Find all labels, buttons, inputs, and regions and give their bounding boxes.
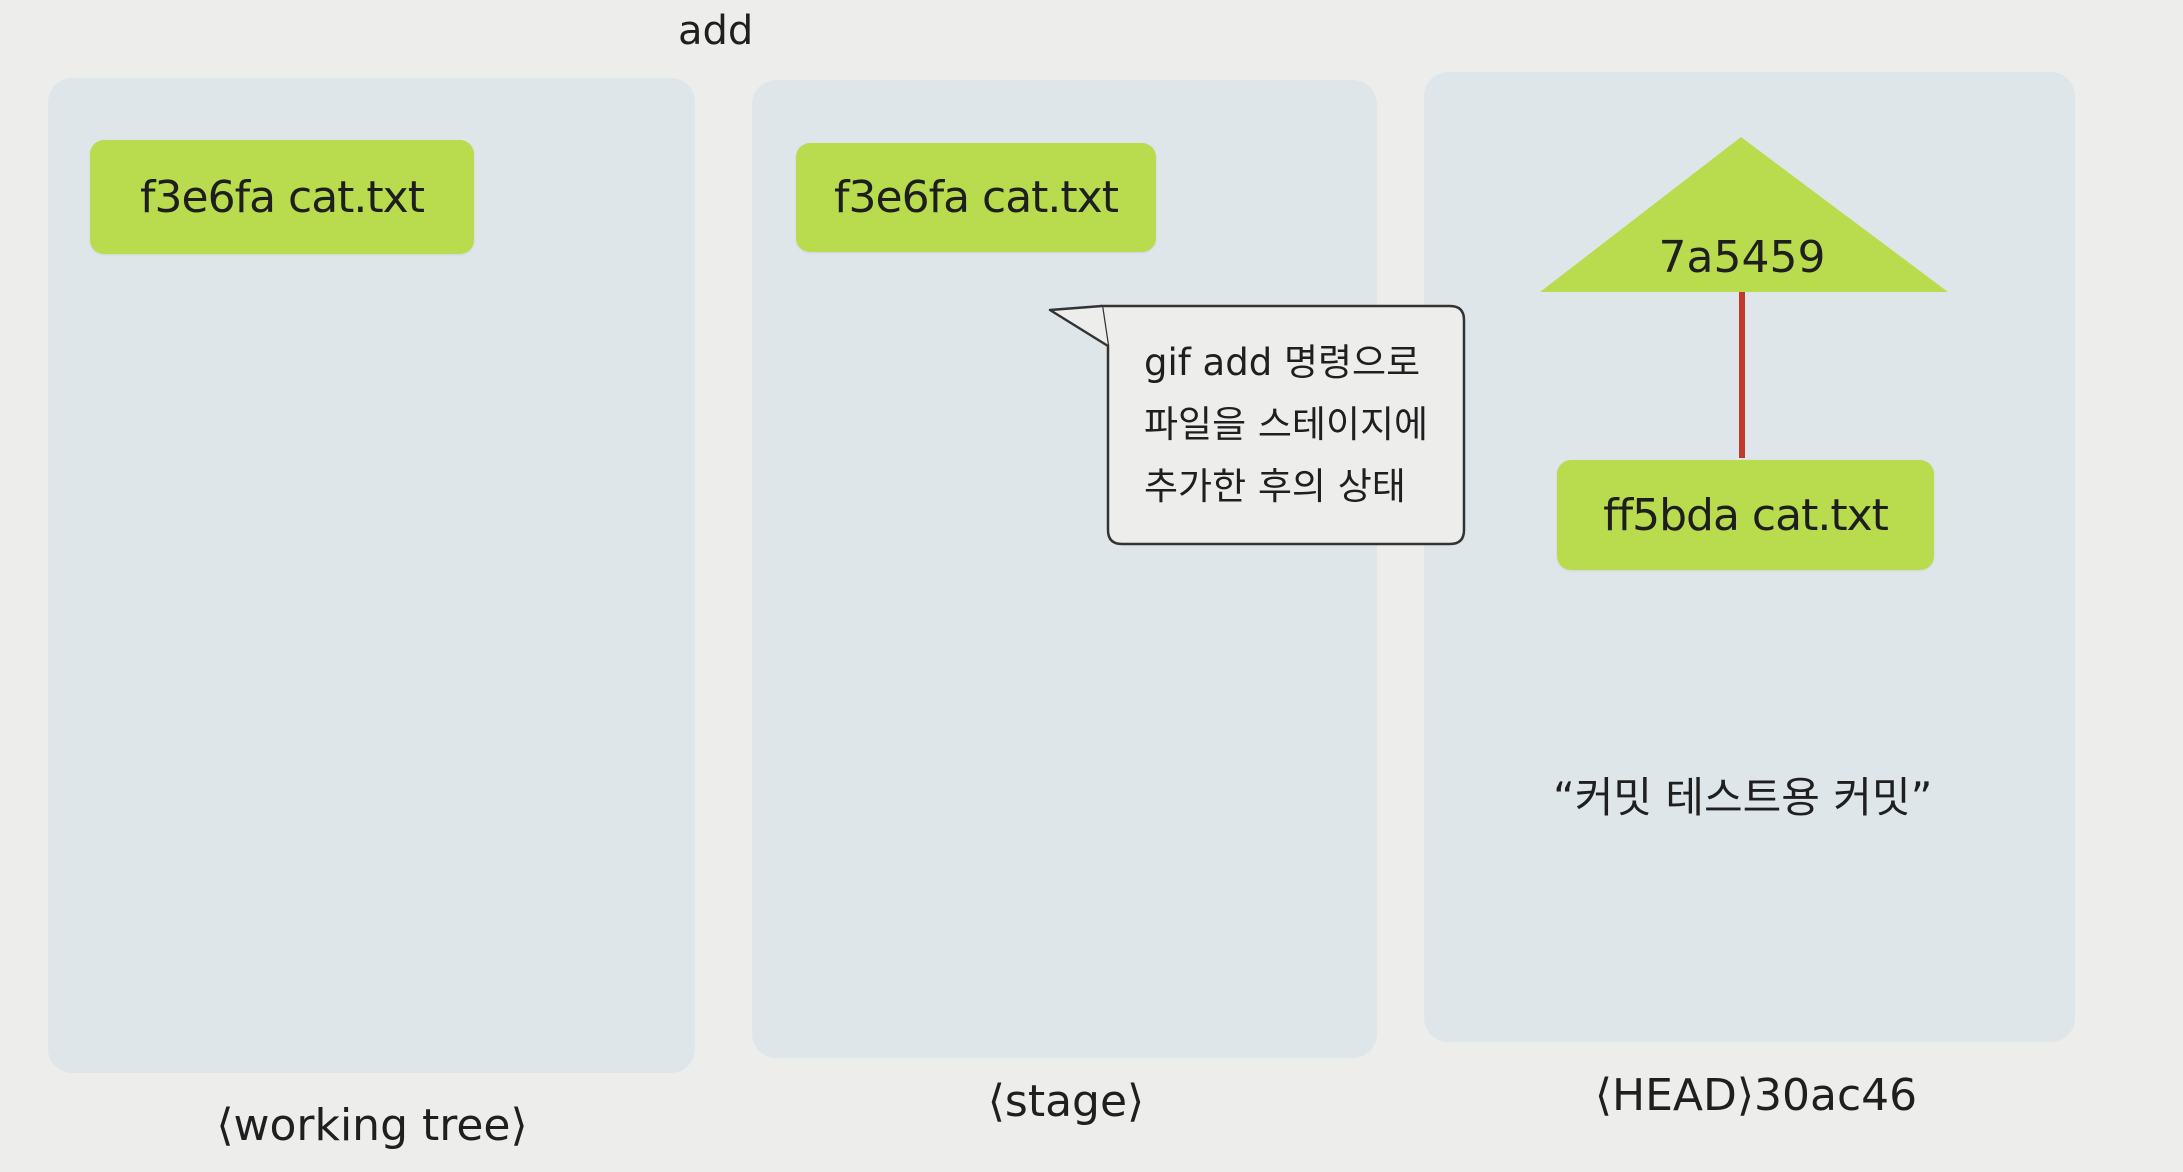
head-file-node: ff5bda cat.txt (1557, 460, 1934, 570)
callout-line-3: 추가한 후의 상태 (1144, 465, 1406, 508)
callout-bubble (1048, 306, 1464, 544)
stage-file-node: f3e6fa cat.txt (796, 143, 1156, 252)
callout-pointer (1048, 304, 1109, 348)
tree-triangle (1540, 137, 1948, 292)
commit-message: “커밋 테스트용 커밋” (1553, 773, 1933, 822)
stage-caption: ⟨stage⟩ (987, 1076, 1145, 1127)
tree-hash-label: 7a5459 (1658, 232, 1826, 283)
callout-line-1: gif add 명령으로 (1144, 341, 1421, 384)
working-tree-file-node: f3e6fa cat.txt (90, 140, 474, 254)
working-tree-caption: ⟨working tree⟩ (216, 1100, 528, 1151)
callout-line-2: 파일을 스테이지에 (1144, 403, 1429, 446)
top-label-add: add (678, 8, 754, 54)
head-caption: ⟨HEAD⟩30ac46 (1594, 1070, 1918, 1121)
